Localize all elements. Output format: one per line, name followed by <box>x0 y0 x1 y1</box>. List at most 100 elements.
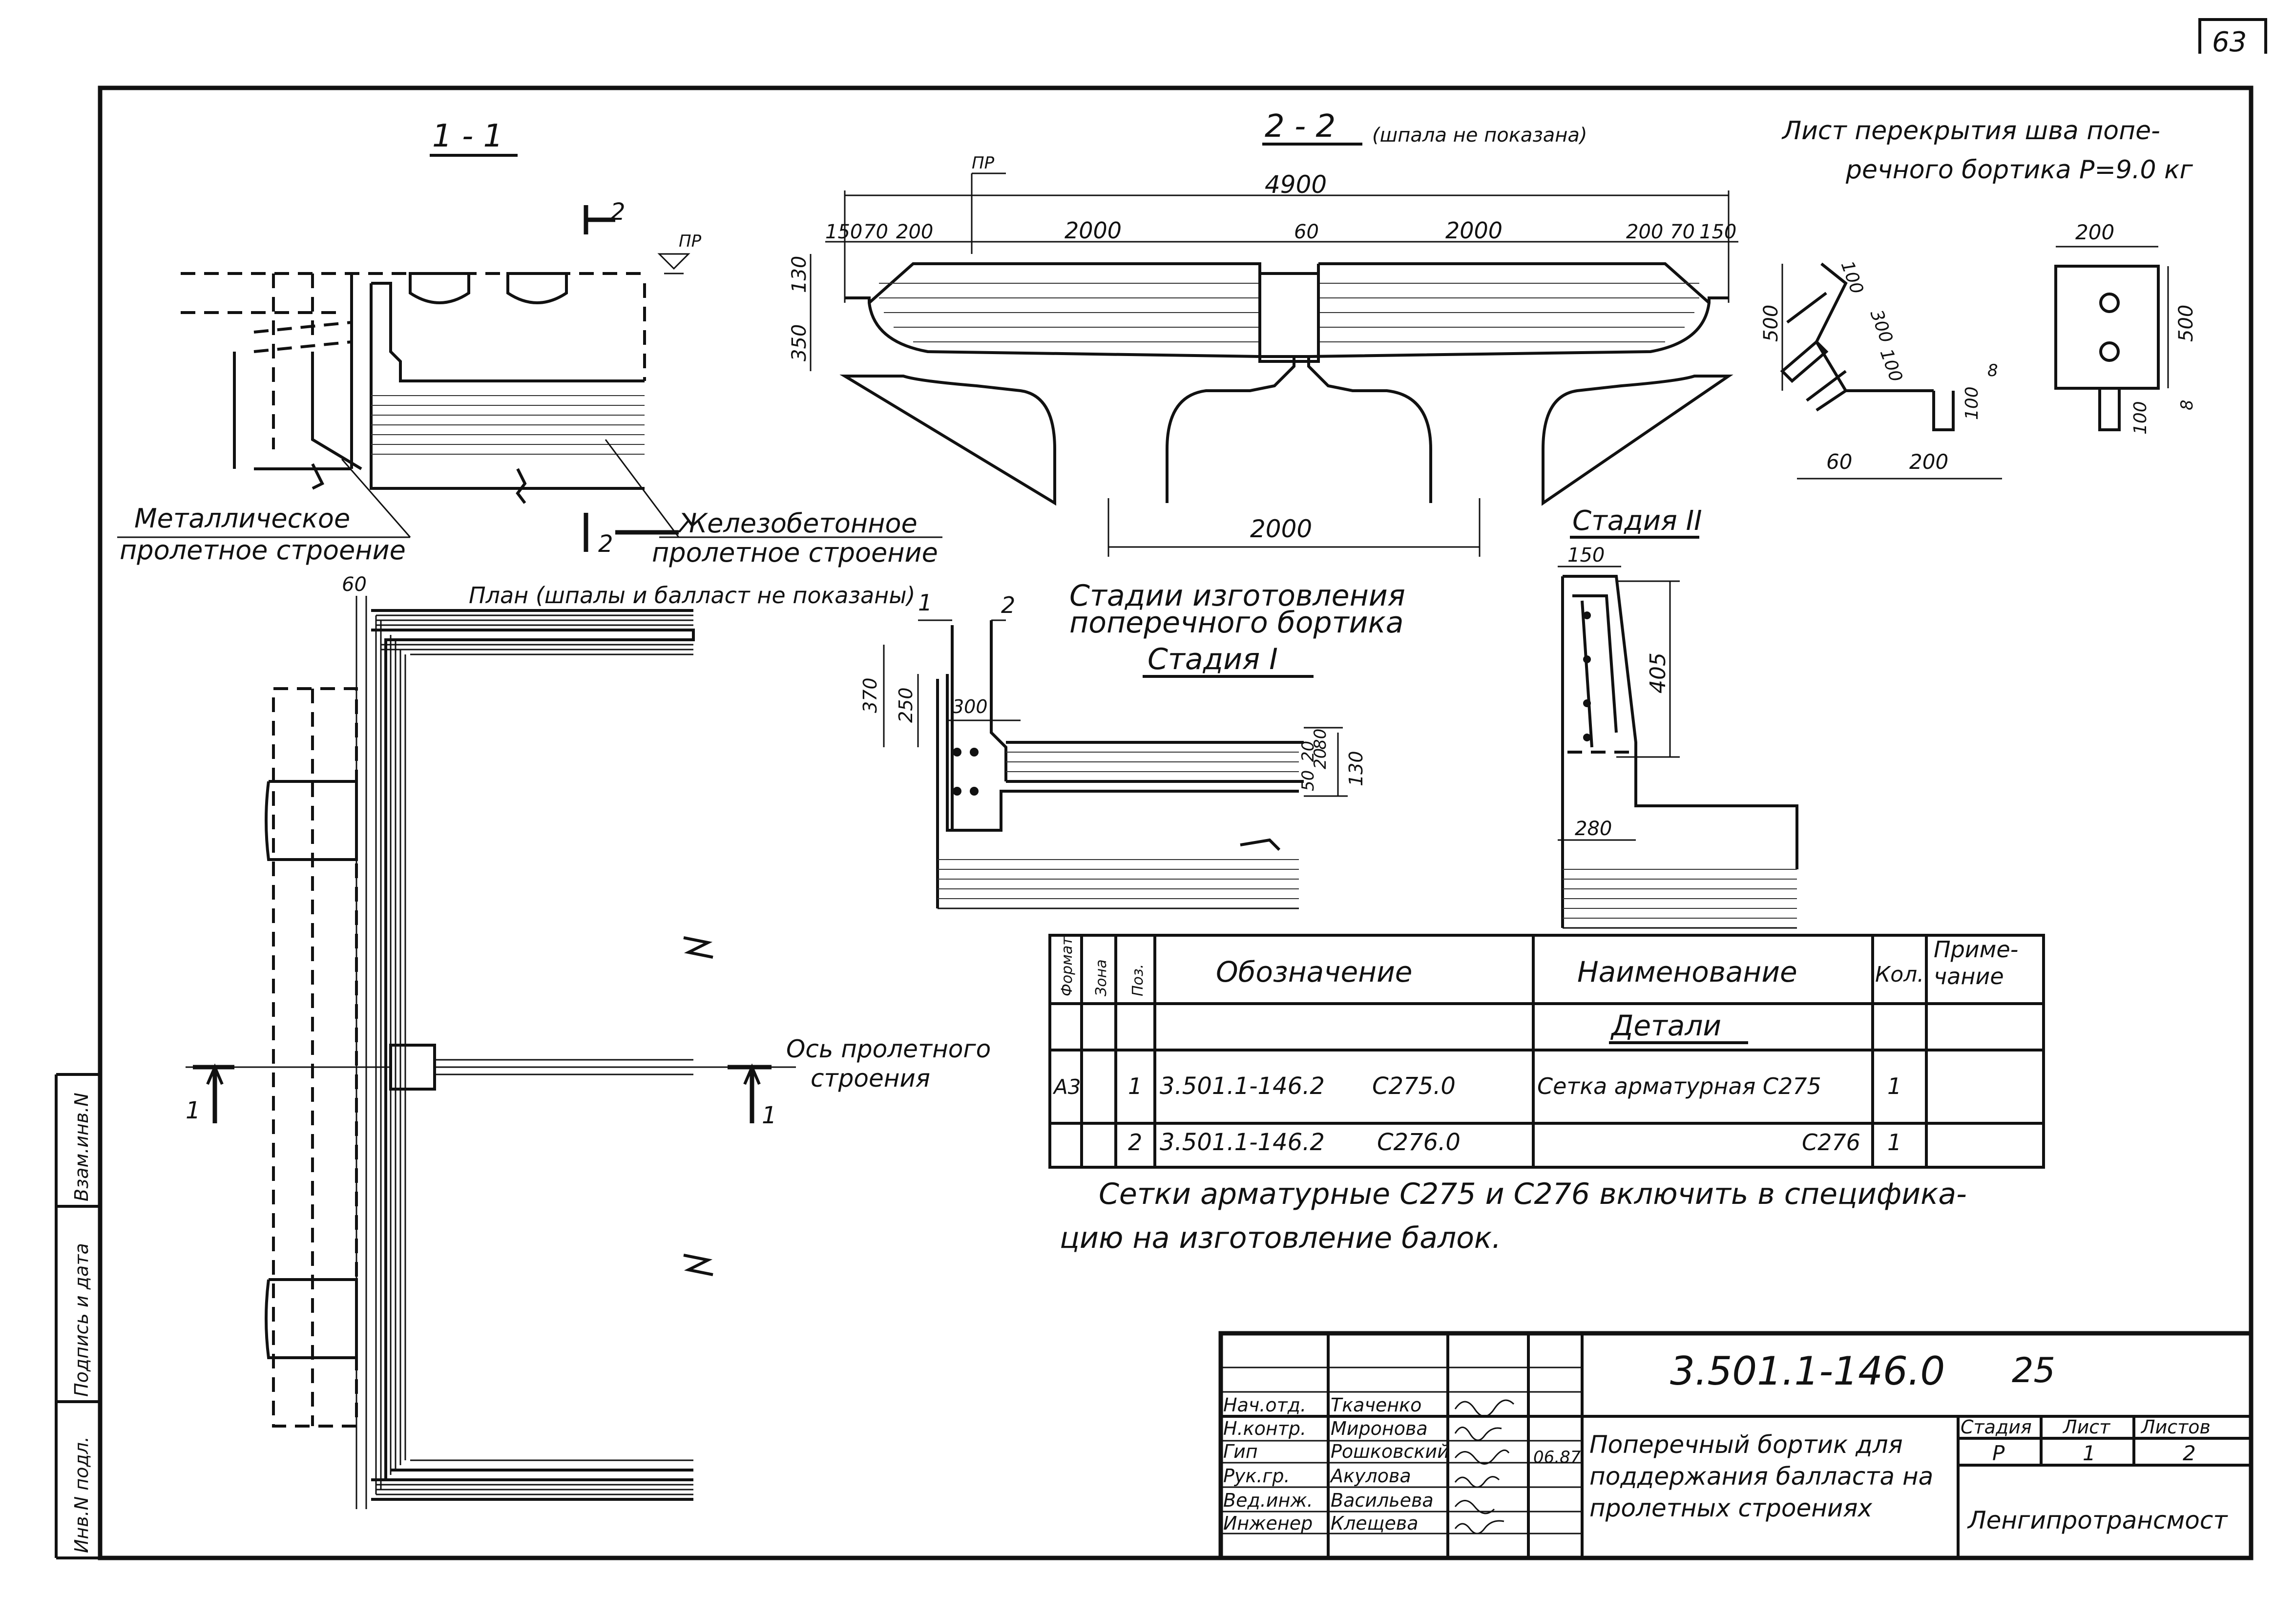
row2-name: С276 <box>1802 1129 1860 1156</box>
level-mark-pr-2: ПР <box>972 153 995 173</box>
page-number-box: 63 <box>2198 18 2267 58</box>
signatures <box>1454 1399 1515 1535</box>
dim-top-2000-left: 2000 <box>1065 217 1122 244</box>
stage-header: Стадия <box>1961 1416 2032 1438</box>
plan-view: План (шпалы и балласт не показаны) 60 1 … <box>186 573 991 1509</box>
th-zone: Зона <box>1093 959 1110 996</box>
stage1-dim-130: 130 <box>1345 751 1367 786</box>
side-stamp: Взам.инв.N Подпись и дата Инв.N подл. <box>55 1073 100 1559</box>
stage2-dim-405: 405 <box>1646 652 1670 694</box>
doc-code: 3.501.1-146.0 <box>1670 1348 1945 1394</box>
joint-dim-8b: 8 <box>2177 400 2197 410</box>
role-6: Инженер <box>1223 1513 1313 1534</box>
joint-dim-300: 300 <box>1866 307 1897 346</box>
name-3: Рошковский <box>1331 1441 1449 1462</box>
stage-2-title: Стадия II <box>1572 505 1702 537</box>
joint-sheet: Лист перекрытия шва попе- речного бортик… <box>1760 116 2197 480</box>
stages-title-2: поперечного бортика <box>1069 606 1404 640</box>
page-number: 63 <box>2212 26 2247 58</box>
metal-span-label-2: пролетное строение <box>120 535 406 566</box>
stamp-original-inv: Инв.N подл. <box>71 1436 92 1553</box>
row1-pos: 1 <box>1128 1073 1142 1099</box>
stage1-dim-80: 80 <box>1311 729 1330 750</box>
dim-top-200-left: 200 <box>896 221 933 243</box>
stages: Стадии изготовления поперечного бортика … <box>859 505 1798 929</box>
sheet-ref: 25 <box>2012 1350 2055 1390</box>
dim-total-4900: 4900 <box>1265 170 1327 199</box>
joint-dim-8a: 8 <box>1987 361 1998 380</box>
title-block: 3.501.1-146.0 25 Поперечный бортик для п… <box>1177 1331 2254 1560</box>
table-section-title: Детали <box>1610 1009 1721 1042</box>
note-line-2: цию на изготовление балок. <box>1060 1221 1501 1255</box>
dim-top-70-right: 70 <box>1670 221 1695 243</box>
th-designation: Обозначение <box>1216 955 1412 988</box>
th-name: Наименование <box>1577 955 1797 988</box>
dim-top-70-left: 70 <box>863 221 888 243</box>
joint-dim-500-left: 500 <box>1760 305 1782 342</box>
dim-top-2000-right: 2000 <box>1445 217 1503 244</box>
joint-dim-200-top: 200 <box>2075 220 2114 244</box>
section-1-1: 1 - 1 2 ПР <box>181 118 702 558</box>
stage-value: Р <box>1992 1441 2005 1465</box>
row2-designation: 3.501.1-146.2 <box>1160 1129 1325 1156</box>
dim-left-350: 350 <box>788 324 811 361</box>
level-mark-pr-1: ПР <box>679 231 702 251</box>
note-line-1: Сетки арматурные С275 и С276 включить в … <box>1099 1177 1967 1211</box>
name-1: Ткаченко <box>1331 1394 1421 1416</box>
role-2: Н.контр. <box>1223 1418 1306 1439</box>
role-4: Рук.гр. <box>1223 1465 1290 1487</box>
joint-dim-100c: 100 <box>1962 386 1982 420</box>
joint-dim-60: 60 <box>1826 450 1852 474</box>
stage-1-title: Стадия I <box>1148 642 1278 676</box>
row1-name: Сетка арматурная С275 <box>1537 1073 1821 1099</box>
row2-code: С276.0 <box>1377 1129 1461 1156</box>
section-2-2-title: 2 - 2 <box>1265 108 1336 145</box>
plan-dim-60: 60 <box>342 573 367 596</box>
metal-span-label-1: Металлическое <box>134 503 350 534</box>
joint-dim-100b: 100 <box>1876 346 1906 385</box>
span-labels: Металлическое пролетное строение Железоб… <box>117 503 942 568</box>
org-name: Ленгипротрансмост <box>1967 1506 2228 1535</box>
stage-pos-2: 2 <box>1001 592 1015 618</box>
dim-top-200-right: 200 <box>1626 221 1663 243</box>
th-note-1: Приме- <box>1934 936 2018 963</box>
th-qty: Кол. <box>1875 962 1924 987</box>
dim-top-150-left: 150 <box>825 221 862 243</box>
sheets-value: 2 <box>2183 1441 2196 1465</box>
stage1-dim-20a: 20 <box>1311 748 1330 769</box>
row1-code: С275.0 <box>1372 1072 1456 1100</box>
stage1-dim-250: 250 <box>895 687 917 723</box>
row1-qty: 1 <box>1887 1073 1901 1099</box>
axis-label-1: Ось пролетного <box>786 1035 991 1063</box>
stage1-dim-50: 50 <box>1298 770 1318 791</box>
dim-top-60: 60 <box>1294 221 1319 243</box>
stamp-replace-inv: Взам.инв.N <box>71 1093 92 1201</box>
stage1-dim-370: 370 <box>859 677 881 713</box>
name-6: Клещева <box>1331 1513 1419 1534</box>
concrete-span-label-1: Железобетонное <box>677 508 918 539</box>
section-2-2: 2 - 2 (шпала не показана) ПР 4900 150 70… <box>788 108 1738 557</box>
joint-dim-500-right: 500 <box>2175 305 2197 342</box>
stage2-dim-280: 280 <box>1575 818 1612 840</box>
joint-dim-100d: 100 <box>2130 401 2150 435</box>
marker-2-bottom: 2 <box>598 530 613 558</box>
title-line-3: пролетных строениях <box>1589 1494 1872 1522</box>
th-pos: Поз. <box>1129 964 1147 996</box>
marker-2-top: 2 <box>610 198 626 226</box>
th-note-2: чание <box>1934 963 2004 989</box>
stage1-dim-300: 300 <box>952 696 988 717</box>
row1-designation: 3.501.1-146.2 <box>1160 1072 1325 1100</box>
title-line-1: Поперечный бортик для <box>1589 1430 1903 1459</box>
stage-pos-1: 1 <box>918 589 932 616</box>
row1-format: А3 <box>1052 1075 1081 1099</box>
joint-dim-200-bottom: 200 <box>1909 450 1948 474</box>
row2-pos: 2 <box>1128 1129 1142 1156</box>
sheet-header: Лист <box>2062 1416 2111 1438</box>
role-1: Нач.отд. <box>1223 1394 1306 1416</box>
dim-left-130: 130 <box>788 256 811 293</box>
joint-sheet-title-1: Лист перекрытия шва попе- <box>1781 116 2160 146</box>
title-line-2: поддержания балласта на <box>1589 1462 1933 1491</box>
section-1-1-title: 1 - 1 <box>432 118 503 154</box>
plan-title: План (шпалы и балласт не показаны) <box>469 582 915 609</box>
